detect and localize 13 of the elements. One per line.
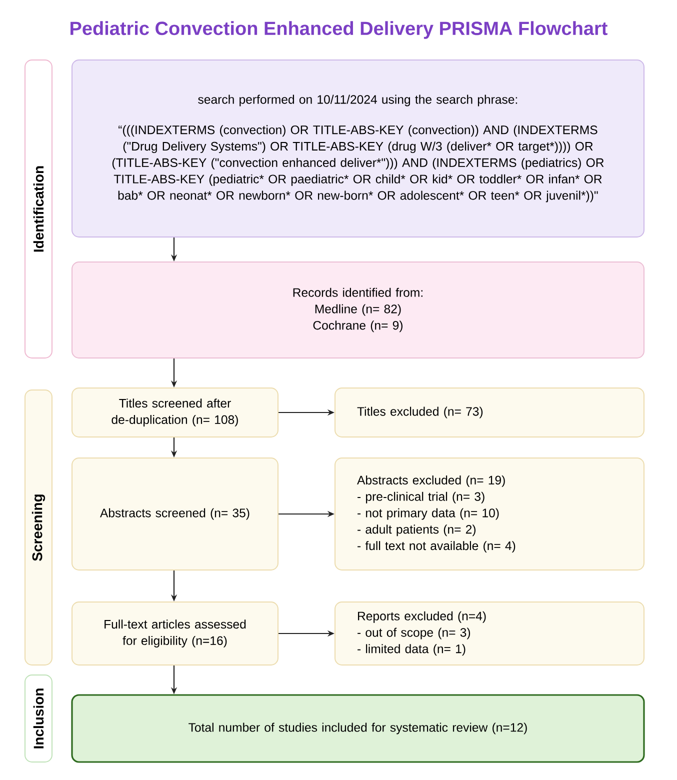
process-box: Abstracts screened (n= 35): [72, 458, 278, 570]
process-box: search performed on 10/11/2024 using the search phrase: “(((INDEXTERMS (convection) OR TITLE-ABS-KEY (convection)) AND (INDEXTERMS ("Drug Delivery Systems") OR TITLE-ABS-KEY (drug W/3 (deliver* OR target*)))) OR (TITLE-ABS-KEY ("convection enhanced deliver*"))) AND (INDEXTERMS (pediatrics) OR TITLE-ABS-KEY (pediatric* OR paediatric* OR child* OR kid* OR toddler* OR infan* OR bab* OR neonat* OR newborn* OR new-born* OR adolescent* OR teen* OR juvenil*))": [72, 60, 644, 238]
stage-label: Inclusion: [24, 674, 52, 762]
process-box: Records identified from: Medline (n= 82) Cochrane (n= 9): [72, 262, 644, 358]
title: Pediatric Convection Enhanced Delivery PRISMA Flowchart: [70, 21, 608, 39]
process-box: Reports excluded (n=4) - out of scope (n= 3) - limited data (n= 1): [334, 602, 644, 666]
process-box: Total number of studies included for systematic review (n=12): [71, 694, 645, 763]
process-box: Abstracts excluded (n= 19) - pre-clinical trial (n= 3) - not primary data (n= 10) - adult patients (n= 2) - full text not available (n= 4): [334, 458, 644, 570]
process-box: Titles screened after de-duplication (n= 108): [72, 388, 278, 438]
stage-label: Screening: [24, 390, 52, 666]
process-box: Titles excluded (n= 73): [334, 388, 644, 438]
process-box: Full-text articles assessed for eligibility (n=16): [72, 602, 278, 666]
stage-label: Identification: [24, 60, 52, 358]
